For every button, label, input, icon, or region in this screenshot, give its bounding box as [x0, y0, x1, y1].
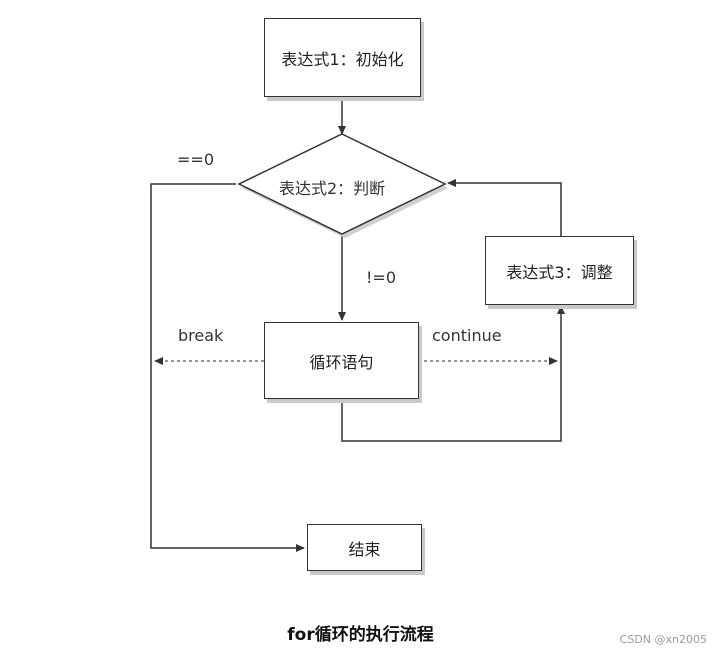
diagram-caption: for循环的执行流程: [287, 625, 434, 645]
adjust-node: 表达式3：调整: [485, 236, 634, 305]
edge-adjust-to-condition: [447, 179, 562, 236]
init-node: 表达式1：初始化: [264, 18, 421, 97]
edge-condition-to-end: [150, 183, 305, 552]
init-label: 表达式1：初始化: [281, 49, 404, 69]
condition-label: 表达式2：判断: [279, 179, 386, 198]
loop-body-label: 循环语句: [309, 352, 374, 372]
false-branch-label: ==0: [177, 150, 214, 169]
end-node: 结束: [307, 524, 422, 571]
watermark: CSDN @xn2005: [619, 633, 707, 646]
end-label: 结束: [348, 539, 381, 559]
edge-body-to-adjust: [341, 305, 565, 442]
continue-label: continue: [432, 326, 502, 345]
adjust-label: 表达式3：调整: [506, 262, 613, 282]
break-label: break: [178, 326, 224, 345]
condition-diamond: [237, 133, 447, 235]
true-branch-label: !=0: [366, 268, 396, 287]
loop-body-node: 循环语句: [264, 322, 419, 399]
